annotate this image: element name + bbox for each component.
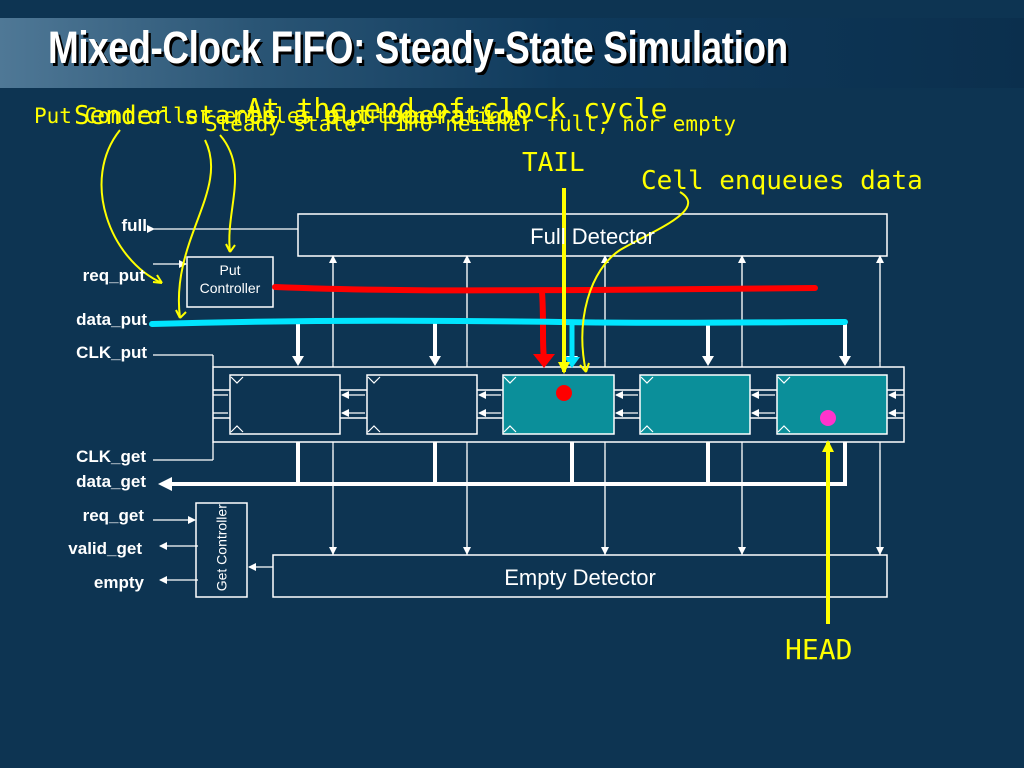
tail-dot [556,385,572,401]
get-controller-box [195,502,248,598]
slide-title: Mixed-Clock FIFO: Steady-State Simulatio… [48,22,788,73]
fifo-cell-4 [639,374,751,435]
annotation-put-enable: Put Controller enables a put operation [34,104,515,128]
enable-arrow-icon [533,354,555,368]
put-controller-label: Put Controller [199,262,261,296]
signal-full: full [121,216,148,235]
title-bar [0,18,1024,88]
fifo-cell-2 [366,374,478,435]
head-label: HEAD [785,633,853,666]
data-get-arrow-icon [158,477,172,491]
get-controller-label: Get Controller [213,504,230,592]
annotation-clock-cycle: At the end of clock cycle [246,92,668,125]
signal-req-put: req_put [82,266,145,285]
signal-empty: empty [93,573,144,592]
fifo-cell-3 [502,374,615,435]
clock-cycle-curve [219,134,237,253]
signal-data-put: data_put [76,310,147,329]
signal-valid-get: valid_get [68,539,142,558]
put-enable-curve [100,129,163,284]
signal-clk-put: CLK_put [76,343,147,362]
signal-data-get: data_get [76,472,146,491]
annotation-steady-state: Steady state: FIFO neither full, nor emp… [205,112,737,136]
full-detector-label: Full Detector [530,224,655,249]
sender-start-curve [177,139,213,319]
annotation-sender-start: Sender starts a put operation [74,101,528,131]
put-controller-box [186,256,274,308]
head-dot [820,410,836,426]
full-detector-box [297,213,888,257]
empty-detector-label: Empty Detector [504,565,656,590]
tail-label: TAIL [522,148,585,178]
fifo-cells [229,374,888,435]
empty-detector-box [272,554,888,598]
signal-clk-get: CLK_get [76,447,146,466]
fifo-cell-5 [776,374,888,435]
fifo-cell-1 [229,374,341,435]
data-put-line [149,317,848,327]
req-put-line [272,284,818,294]
enqueue-curve [581,191,690,373]
annotation-cell-enqueues: Cell enqueues data [641,166,923,196]
signal-req-get: req_get [82,506,144,525]
